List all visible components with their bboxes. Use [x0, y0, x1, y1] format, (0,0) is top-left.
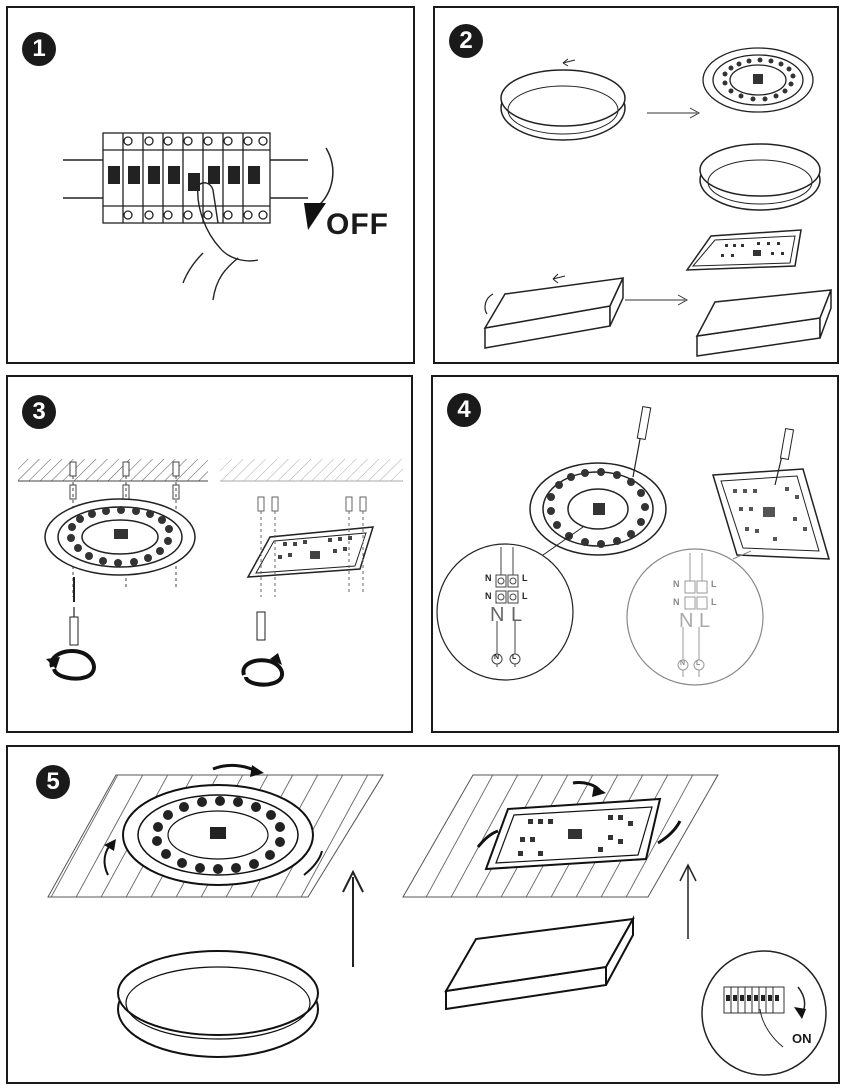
on-label: ON — [792, 1031, 812, 1046]
remove-cover-illustration — [483, 47, 833, 357]
round-lamp-icon — [500, 69, 626, 141]
step-5-panel: 5 — [6, 745, 840, 1084]
wire-label-n-mid: N — [485, 591, 492, 601]
step-2-panel: 2 — [433, 6, 839, 364]
screwdriver-icon — [69, 616, 79, 646]
wire-label-right-l-top: L — [711, 579, 717, 589]
wire-label-right-l-mid: L — [711, 597, 717, 607]
step-4-panel: 4 — [431, 375, 839, 733]
wire-label-right-n-top: N — [673, 579, 680, 589]
wire-label-right-n-end: N — [680, 660, 686, 667]
mount-plate-illustration — [18, 459, 403, 687]
step-5-badge: 5 — [36, 765, 70, 799]
wire-label-n-top: N — [485, 573, 492, 583]
ceiling-hatch-icon — [18, 459, 208, 481]
hand-icon — [182, 182, 259, 301]
wire-label-l-mid: L — [522, 591, 528, 601]
wire-label-n-end: N — [494, 654, 500, 661]
wire-label-l-end: L — [512, 654, 517, 661]
breaker-switch-illustration — [63, 132, 334, 301]
wiring-illustration — [436, 405, 831, 686]
wire-label-right-n-big: N — [679, 610, 694, 632]
wire-label-n-big: N — [490, 604, 505, 626]
rotate-arrow-icon — [315, 147, 334, 209]
step-3-panel: 3 — [6, 375, 413, 733]
step-2-badge: 2 — [449, 24, 483, 58]
wire-label-right-l-end: L — [696, 660, 701, 667]
attach-cover-illustration — [47, 763, 827, 1076]
wire-label-right-l-big: L — [699, 610, 711, 632]
step-4-badge: 4 — [447, 393, 481, 427]
wire-label-l-top: L — [522, 573, 528, 583]
step-1-panel: 1 — [6, 6, 415, 364]
step-1-badge: 1 — [22, 32, 56, 66]
step-3-badge: 3 — [22, 395, 56, 429]
wire-label-l-big: L — [511, 604, 523, 626]
square-lamp-icon — [483, 277, 625, 349]
wire-label-right-n-mid: N — [673, 597, 680, 607]
off-label: OFF — [326, 208, 389, 241]
